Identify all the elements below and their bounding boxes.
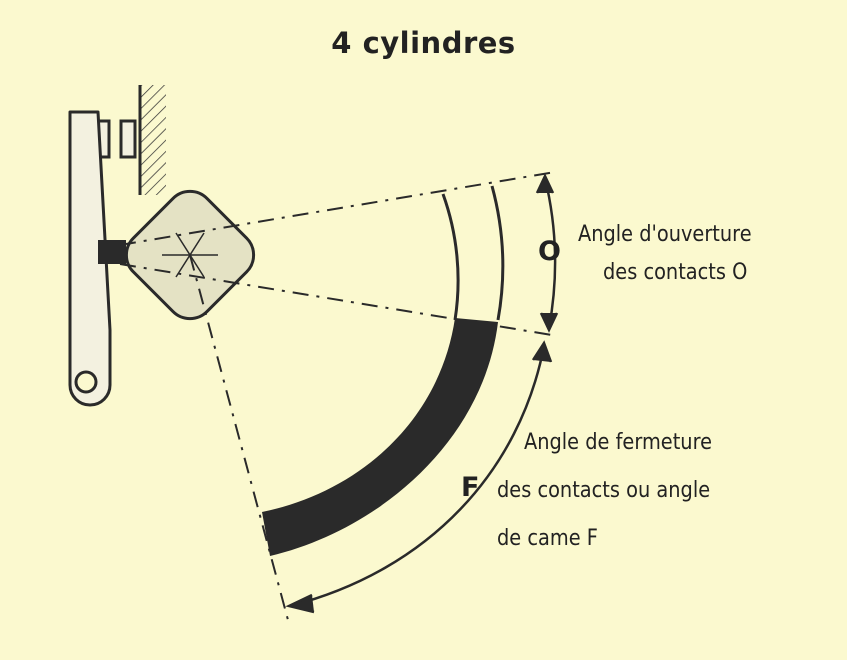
closing-angle-label-line2: des contacts ou angle (497, 478, 711, 503)
diagram-title: 4 cylindres (331, 26, 516, 60)
closing-angle-band (262, 318, 498, 556)
closing-angle-label-line3: de came F (497, 526, 598, 551)
opening-angle-label-line1: Angle d'ouverture (578, 222, 752, 247)
breaker-arm (68, 110, 126, 407)
contact-points (95, 119, 137, 159)
opening-arcs (441, 185, 505, 321)
construction-lines (119, 171, 559, 621)
closing-angle-symbol: F (461, 472, 480, 503)
fixed-wall (138, 85, 166, 195)
closing-angle-label-line1: Angle de fermeture (524, 430, 713, 455)
opening-angle-label-line2: des contacts O (603, 260, 748, 285)
opening-angle-symbol: O (538, 236, 561, 267)
closing-dimension-arrow (285, 340, 553, 614)
pivot-hole (74, 370, 98, 394)
rubbing-block (98, 240, 126, 264)
opening-dimension-arrow (535, 173, 559, 333)
